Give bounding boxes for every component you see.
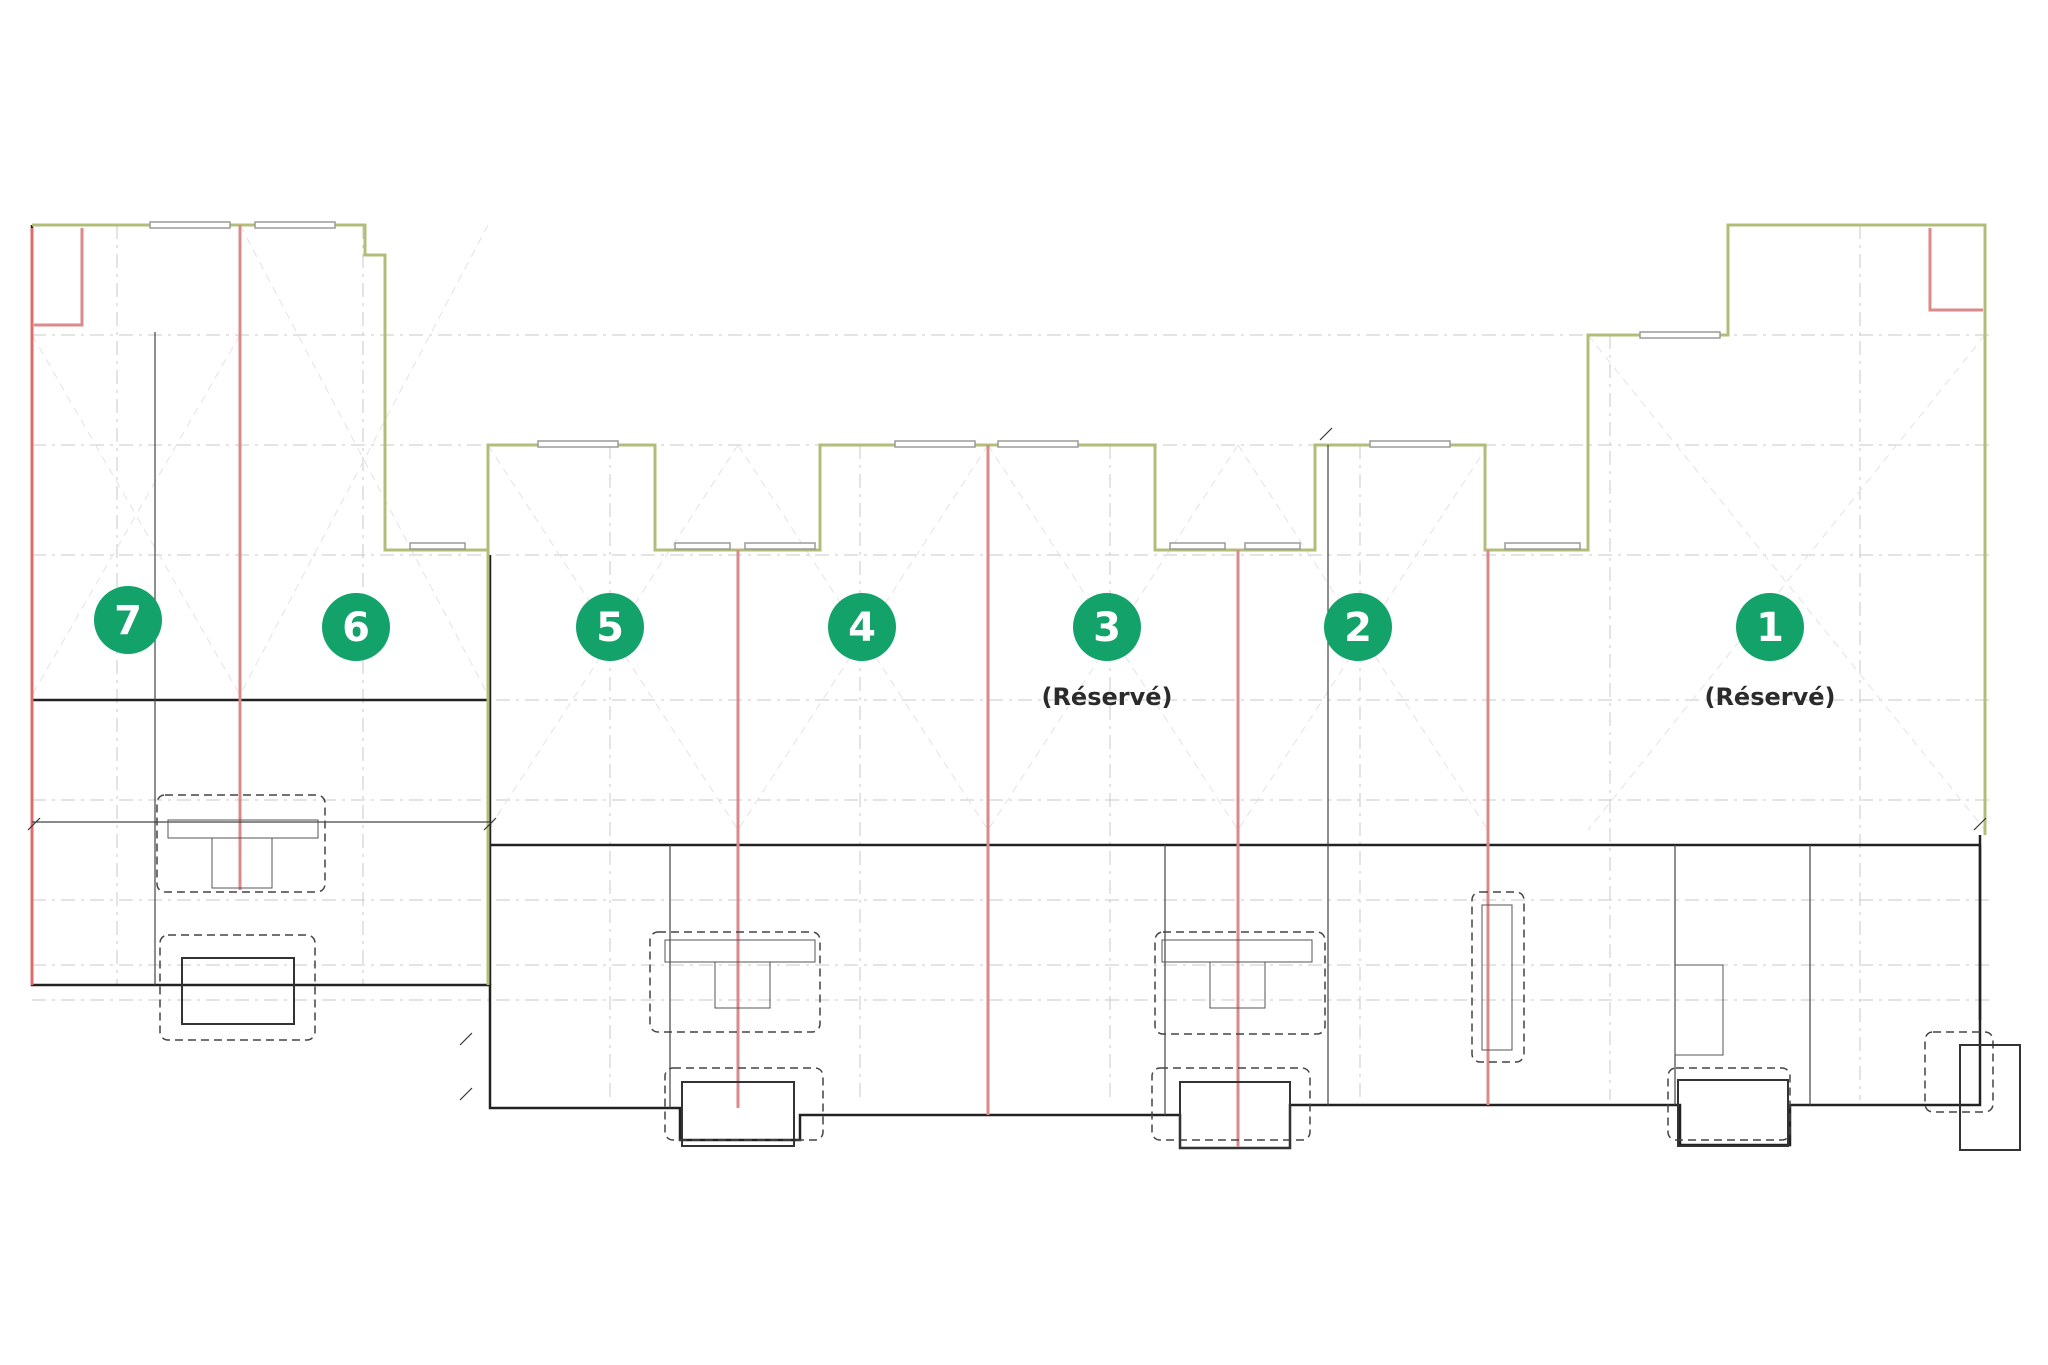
unit-number: 5	[596, 605, 624, 651]
unit-1[interactable]: 1 (Réservé)	[1704, 593, 1836, 711]
roof-diagonals	[31, 224, 1986, 831]
unit-number: 3	[1093, 605, 1121, 651]
unit-number: 1	[1756, 605, 1784, 651]
unit-number: 4	[848, 605, 876, 651]
unit-number: 7	[114, 598, 142, 644]
unit-5[interactable]: 5	[576, 593, 644, 661]
unit-badge	[576, 593, 644, 661]
unit-badge	[1073, 593, 1141, 661]
facade-outline	[32, 223, 1987, 985]
structure-lines	[32, 332, 1811, 1115]
unit-status-label: (Réservé)	[1704, 683, 1835, 711]
dock-doors	[149, 221, 1721, 550]
unit-dividers	[30, 225, 1983, 1148]
dimension-ticks	[27, 427, 1987, 1101]
units-layer: 7 6 5 4 3 (Réservé) 2 1 (Réservé)	[94, 586, 1836, 711]
unit-2[interactable]: 2	[1324, 593, 1392, 661]
unit-3[interactable]: 3 (Réservé)	[1041, 593, 1173, 711]
unit-badge	[322, 593, 390, 661]
unit-number: 2	[1344, 605, 1372, 651]
unit-4[interactable]: 4	[828, 593, 896, 661]
unit-6[interactable]: 6	[322, 593, 390, 661]
grid-lines	[32, 225, 1990, 1100]
unit-badge	[1324, 593, 1392, 661]
stair-blocks	[156, 794, 2021, 1151]
unit-badge	[94, 586, 162, 654]
unit-7[interactable]: 7	[94, 586, 162, 654]
building-outline	[30, 225, 1982, 1150]
unit-badge	[828, 593, 896, 661]
unit-status-label: (Réservé)	[1041, 683, 1172, 711]
unit-number: 6	[342, 605, 370, 651]
unit-badge	[1736, 593, 1804, 661]
